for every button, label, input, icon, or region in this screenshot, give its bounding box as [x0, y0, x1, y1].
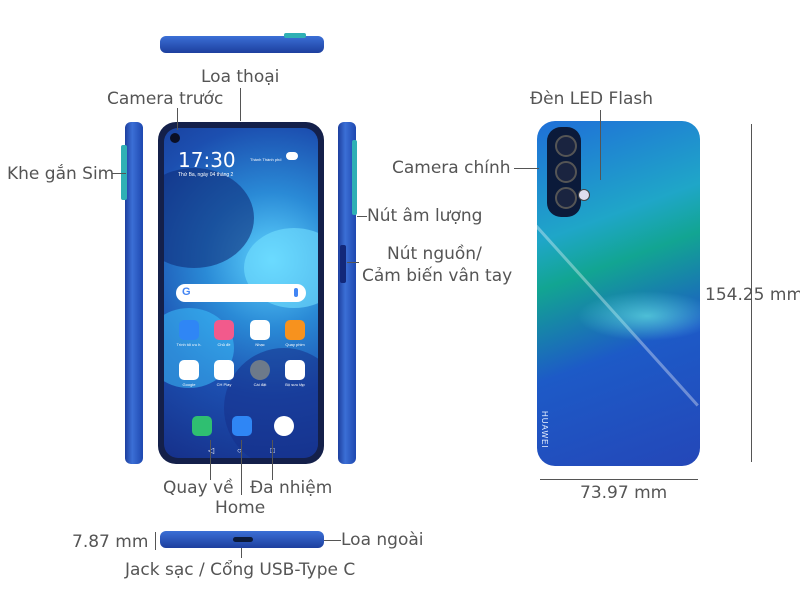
- main-camera-lens: [555, 135, 577, 157]
- phone-screen: 17:30 Thành Thành phố Thứ Ba, ngày 04 th…: [164, 128, 318, 458]
- app-label: Quay phim: [285, 342, 305, 347]
- screen-time: 17:30: [178, 148, 236, 172]
- play-store-icon[interactable]: [214, 360, 234, 380]
- settings-app-icon[interactable]: [250, 360, 270, 380]
- app-label: Bộ sưu tập: [285, 382, 305, 387]
- brand-logo: HUAWEI: [540, 411, 549, 449]
- phone-left-side: [125, 122, 143, 464]
- phone-app-icon[interactable]: [192, 416, 212, 436]
- optimizer-app-icon[interactable]: [179, 320, 199, 340]
- back-nav-icon[interactable]: ◁: [208, 446, 215, 455]
- chrome-app-icon[interactable]: [274, 416, 294, 436]
- volume-button: [352, 140, 357, 215]
- main-camera-lens: [555, 187, 577, 209]
- gallery-app-icon[interactable]: [285, 360, 305, 380]
- themes-app-icon[interactable]: [214, 320, 234, 340]
- video-app-icon[interactable]: [285, 320, 305, 340]
- app-label: Chủ đề: [217, 342, 231, 347]
- home-nav-icon[interactable]: ○: [237, 446, 242, 455]
- phone-front: 17:30 Thành Thành phố Thứ Ba, ngày 04 th…: [158, 122, 324, 464]
- app-label: CH Play: [216, 382, 232, 387]
- label-camera-chinh: Camera chính: [392, 158, 511, 178]
- label-width-dimension: 73.97 mm: [580, 483, 668, 503]
- label-thickness-dimension: 7.87 mm: [72, 532, 149, 552]
- screen-city: Thành Thành phố: [250, 157, 282, 162]
- front-camera-icon: [170, 133, 180, 143]
- google-icon: G: [182, 286, 191, 298]
- label-quay-ve: Quay về: [163, 478, 234, 498]
- top-view-highlight: [284, 33, 306, 38]
- mic-icon[interactable]: [294, 288, 298, 297]
- label-khe-gan-sim: Khe gắn Sim: [7, 164, 115, 184]
- usb-c-port: [233, 537, 253, 542]
- label-loa-thoai: Loa thoại: [201, 67, 280, 87]
- label-home: Home: [215, 498, 266, 518]
- app-label: Google: [182, 382, 196, 387]
- label-da-nhiem: Đa nhiệm: [250, 478, 333, 498]
- phone-top-view: [160, 36, 324, 53]
- camera-module: [547, 127, 581, 217]
- app-label: Cài đặt: [253, 382, 267, 387]
- label-cam-bien-van-tay: Cảm biến vân tay: [362, 266, 513, 286]
- main-camera-lens: [555, 161, 577, 183]
- music-app-icon[interactable]: [250, 320, 270, 340]
- label-loa-ngoai: Loa ngoài: [341, 530, 424, 550]
- weather-icon: [286, 152, 298, 160]
- label-nut-am-luong: Nút âm lượng: [367, 206, 483, 226]
- phone-right-side: [338, 122, 356, 464]
- app-label: Trình tối ưu h.: [176, 342, 202, 347]
- label-height-dimension: 154.25 mm: [705, 285, 800, 305]
- led-flash-icon: [578, 189, 590, 201]
- phone-back: HUAWEI: [537, 121, 700, 466]
- label-nut-nguon: Nút nguồn/: [387, 244, 482, 264]
- google-app-icon[interactable]: [179, 360, 199, 380]
- label-jack-sac: Jack sạc / Cổng USB-Type C: [125, 560, 356, 580]
- power-button: [340, 245, 346, 283]
- google-search-bar[interactable]: G: [176, 284, 306, 302]
- messages-app-icon[interactable]: [232, 416, 252, 436]
- screen-date: Thứ Ba, ngày 04 tháng 2: [178, 172, 234, 178]
- sim-tray: [121, 145, 127, 200]
- label-camera-truoc: Camera trước: [107, 89, 224, 109]
- app-label: Nhạc: [255, 342, 265, 347]
- label-den-led-flash: Đèn LED Flash: [530, 89, 654, 109]
